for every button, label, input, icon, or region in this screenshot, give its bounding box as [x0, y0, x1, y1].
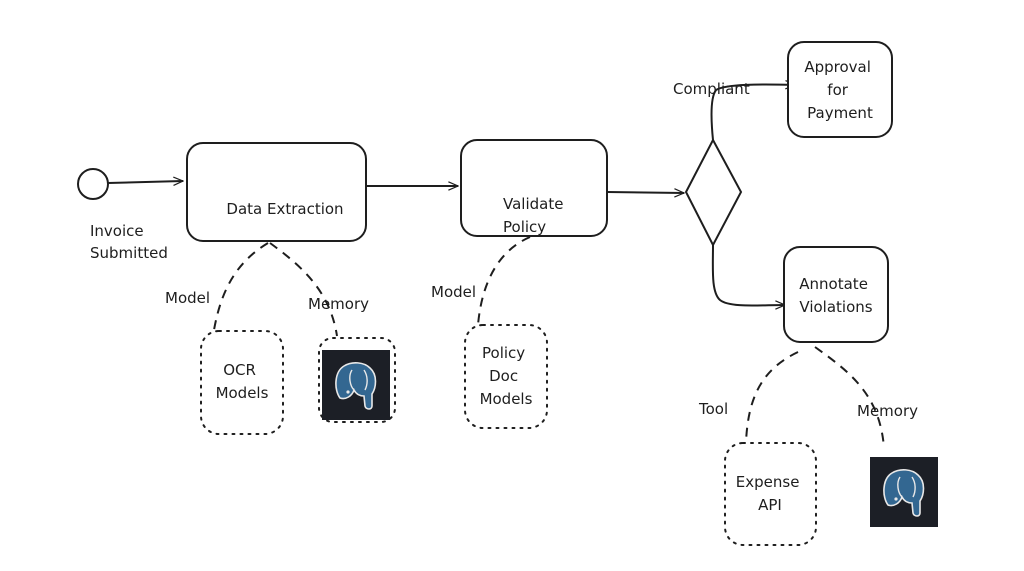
activity-label-line: for [827, 81, 848, 99]
connector-annotate-tool[interactable] [745, 351, 799, 443]
activity-box[interactable] [783, 246, 889, 343]
edge-label-memory: Memory [857, 402, 918, 420]
activity-label-line: Annotate [799, 275, 868, 293]
activity-data-extraction[interactable]: Data Extraction [186, 142, 367, 242]
resource-label-line: Expense [736, 473, 800, 491]
edge-label-model: Model [165, 289, 210, 307]
activity-label: Approval for Payment [804, 58, 875, 122]
resource-label-line: Policy [482, 344, 525, 362]
edge-label-memory: Memory [308, 295, 369, 313]
edge-start-to-extraction[interactable] [107, 181, 183, 183]
connector-extraction-memory[interactable] [269, 242, 338, 337]
resource-label-line: Models [480, 390, 533, 408]
decision-diamond[interactable] [684, 137, 743, 248]
activity-box[interactable] [460, 139, 608, 237]
activity-label: Annotate Violations [799, 275, 872, 316]
start-label: Invoice Submitted [90, 222, 168, 262]
resource-label-line: OCR [223, 361, 256, 379]
decision-compliance[interactable] [684, 137, 743, 248]
connector-annotate-memory[interactable] [814, 346, 885, 449]
resource-label: Expense API [736, 473, 804, 514]
resource-ocr-models[interactable]: OCR Models [200, 330, 284, 435]
resource-label-line: Models [216, 384, 269, 402]
connector-extraction-model[interactable] [213, 242, 269, 331]
edge-decision-to-approval[interactable] [710, 85, 795, 141]
activity-label: Validate Policy [503, 195, 568, 236]
start-circle[interactable] [77, 168, 109, 200]
resource-box[interactable] [318, 337, 396, 423]
postgresql-elephant-icon [869, 456, 939, 528]
resource-expense-api[interactable]: Expense API [724, 442, 817, 546]
resource-label: Policy Doc Models [480, 344, 533, 408]
start-node[interactable] [77, 168, 109, 200]
activity-box[interactable] [787, 41, 893, 138]
edge-label-model: Model [431, 283, 476, 301]
resource-box[interactable] [724, 442, 817, 546]
resource-box[interactable] [464, 324, 548, 429]
activity-label: Data Extraction [226, 200, 343, 218]
edge-validate-to-decision[interactable] [606, 192, 684, 193]
activity-approval[interactable]: Approval for Payment [787, 41, 893, 138]
resource-label-line: Doc [489, 367, 518, 385]
edge-decision-to-annotate[interactable] [711, 244, 785, 306]
edge-label-compliant: Compliant [673, 80, 750, 98]
start-label-line: Invoice [90, 222, 144, 240]
resource-box[interactable] [200, 330, 284, 435]
activity-validate-policy[interactable]: Validate Policy [460, 139, 608, 237]
activity-annotate-violations[interactable]: Annotate Violations [783, 246, 889, 343]
activity-label-line: Approval [804, 58, 871, 76]
resource-label: OCR Models [216, 361, 269, 402]
activity-label-line: Validate [503, 195, 563, 213]
resource-policy-doc-models[interactable]: Policy Doc Models [464, 324, 548, 429]
resource-label-line: API [758, 496, 782, 514]
activity-label-line: Violations [799, 298, 872, 316]
activity-label-line: Policy [503, 218, 546, 236]
resource-postgres-memory-2[interactable] [869, 456, 939, 528]
edge-label-tool: Tool [698, 400, 728, 418]
activity-box[interactable] [186, 142, 367, 242]
start-label-line: Submitted [90, 244, 168, 262]
resource-postgres-memory-1[interactable] [318, 337, 396, 423]
activity-label-line: Payment [807, 104, 873, 122]
connector-validate-model[interactable] [477, 236, 531, 326]
postgresql-elephant-icon [321, 349, 391, 421]
